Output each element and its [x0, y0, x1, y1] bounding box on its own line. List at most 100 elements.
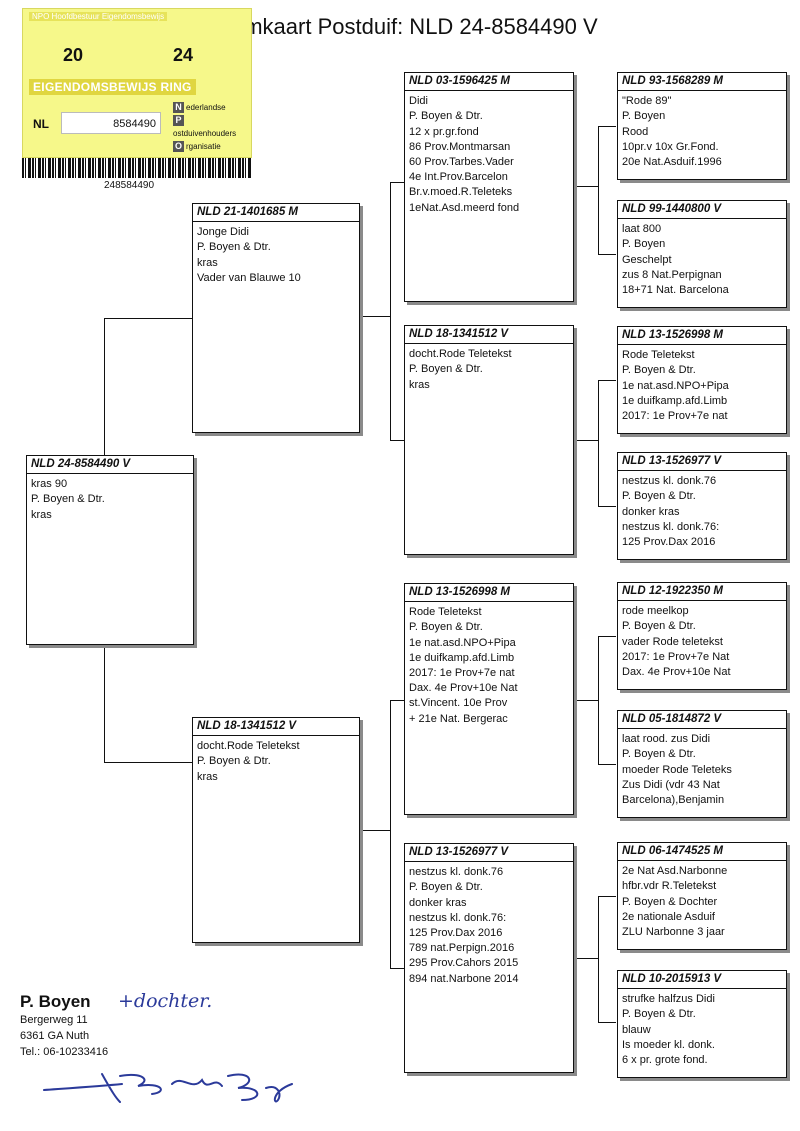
connector-line — [104, 318, 192, 319]
ring-number: NLD 13-1526977 V — [618, 453, 786, 472]
pigeon-info-line: P. Boyen & Dtr. — [409, 881, 483, 894]
connector-line — [598, 896, 599, 1022]
pigeon-info-line: Is moeder kl. donk. — [622, 1038, 715, 1051]
ring-number: NLD 18-1341512 V — [193, 718, 359, 737]
npo-text: ederlandse — [186, 103, 226, 112]
pigeon-info-line: P. Boyen & Dtr. — [622, 1008, 696, 1021]
pigeon-info-line: 2e Nat Asd.Narbonne — [622, 865, 728, 878]
pigeon-info-line: kras 90 — [31, 478, 68, 491]
ring-number: NLD 05-1814872 V — [618, 711, 786, 730]
pigeon-info-line: laat rood. zus Didi — [622, 733, 711, 746]
signature-image — [43, 1073, 293, 1103]
pigeon-info-line: Br.v.moed.R.Teleteks — [409, 186, 513, 199]
pigeon-info-line: zus 8 Nat.Perpignan — [622, 268, 722, 281]
pigeon-info-line: P. Boyen & Dtr. — [622, 490, 696, 503]
pigeon-info-line: hfbr.vdr R.Teletekst — [622, 880, 717, 893]
pigeon-info-line: Jonge Didi — [197, 226, 249, 239]
connector-line — [598, 506, 616, 507]
npo-text: ostduivenhouders — [173, 129, 237, 138]
pigeon-box-g3: NLD 93-1568289 M "Rode 89" P. Boyen Rood… — [617, 72, 787, 180]
pigeon-info-line: 894 nat.Narbone 2014 — [409, 972, 519, 985]
pigeon-info-line: strufke halfzus Didi — [622, 993, 715, 1006]
pigeon-info-line: 125 Prov.Dax 2016 — [622, 536, 716, 549]
pigeon-info-line: 4e Int.Prov.Barcelon — [409, 171, 508, 184]
ring-number: NLD 21-1401685 M — [193, 204, 359, 223]
pigeon-info-line: blauw — [622, 1023, 651, 1036]
pigeon-info-line: Barcelona),Benjamin — [622, 794, 725, 807]
pigeon-info-line: 2017: 1e Prov+7e nat — [409, 667, 515, 680]
sticker-ring-number: 8584490 — [61, 112, 161, 134]
pigeon-info-line: 60 Prov.Tarbes.Vader — [409, 156, 514, 169]
pigeon-info-line: nestzus kl. donk.76: — [409, 911, 507, 924]
pigeon-info-line: donker kras — [622, 505, 680, 518]
pigeon-info-line: ZLU Narbonne 3 jaar — [622, 926, 725, 939]
pigeon-info-line: P. Boyen & Dtr. — [622, 748, 696, 761]
pigeon-info-line: rode meelkop — [622, 605, 689, 618]
ring-number: NLD 24-8584490 V — [27, 456, 193, 475]
pigeon-box-g3: NLD 13-1526998 M Rode Teletekst P. Boyen… — [617, 326, 787, 434]
pigeon-info-line: 18+71 Nat. Barcelona — [622, 284, 729, 297]
pigeon-info-line: P. Boyen & Dtr. — [197, 755, 271, 768]
pigeon-info-line: P. Boyen — [622, 238, 666, 251]
ring-number: NLD 13-1526998 M — [405, 584, 573, 603]
connector-line — [360, 830, 390, 831]
pigeon-box-mother: NLD 18-1341512 V docht.Rode Teletekst P.… — [192, 717, 360, 943]
pigeon-info-line: P. Boyen & Dtr. — [197, 241, 271, 254]
pigeon-info-line: 6 x pr. grote fond. — [622, 1054, 708, 1067]
barcode — [22, 158, 252, 178]
pigeon-box-g3: NLD 12-1922350 M rode meelkop P. Boyen &… — [617, 582, 787, 690]
pigeon-info-line: st.Vincent. 10e Prov — [409, 697, 508, 710]
pigeon-info-line: P. Boyen — [622, 110, 666, 123]
owner-city: 6361 GA Nuth — [20, 1030, 90, 1042]
ring-number: NLD 13-1526998 M — [618, 327, 786, 346]
pigeon-info-line: Vader van Blauwe 10 — [197, 271, 301, 284]
owner-name: P. Boyen — [20, 992, 91, 1011]
pigeon-info-line: + 21e Nat. Bergerac — [409, 712, 508, 725]
pigeon-info-line: 295 Prov.Cahors 2015 — [409, 957, 519, 970]
pigeon-info-line: nestzus kl. donk.76: — [622, 520, 720, 533]
pigeon-info-line: docht.Rode Teletekst — [197, 740, 300, 753]
sticker-year-right: 24 — [173, 45, 194, 65]
connector-line — [104, 762, 192, 763]
pigeon-info-line: P. Boyen & Dtr. — [31, 493, 105, 506]
sticker-country: NL — [33, 117, 49, 131]
pigeon-info-line: Geschelpt — [622, 253, 672, 266]
pigeon-info-line: 20e Nat.Asduif.1996 — [622, 156, 722, 169]
connector-line — [104, 644, 105, 762]
pigeon-box-g3: NLD 10-2015913 V strufke halfzus Didi P.… — [617, 970, 787, 1078]
pigeon-info-line: P. Boyen & Dtr. — [409, 110, 483, 123]
connector-line — [598, 126, 616, 127]
pigeon-box-father: NLD 21-1401685 M Jonge Didi P. Boyen & D… — [192, 203, 360, 433]
sticker-top-text: NPO Hoofdbestuur Eigendomsbewijs — [29, 12, 168, 21]
pigeon-info-line: donker kras — [409, 896, 467, 909]
pigeon-info-line: 2017: 1e Prov+7e Nat — [622, 650, 730, 663]
npo-letter: P — [173, 115, 184, 126]
connector-line — [390, 182, 391, 440]
pigeon-info-line: kras — [409, 378, 430, 391]
pigeon-info-line: nestzus kl. donk.76 — [622, 475, 717, 488]
pigeon-info-line: P. Boyen & Dtr. — [622, 620, 696, 633]
owner-phone: Tel.: 06-10233416 — [20, 1046, 109, 1058]
pigeon-info-line: laat 800 — [622, 223, 662, 236]
connector-line — [390, 182, 404, 183]
barcode-number: 248584490 — [104, 180, 155, 191]
ring-number: NLD 93-1568289 M — [618, 73, 786, 92]
pigeon-box-g3: NLD 99-1440800 V laat 800 P. Boyen Gesch… — [617, 200, 787, 308]
npo-text: rganisatie — [186, 142, 221, 151]
pigeon-info-line: Rode Teletekst — [409, 606, 482, 619]
pigeon-info-line: docht.Rode Teletekst — [409, 348, 512, 361]
pigeon-info-line: 2e nationale Asduif — [622, 910, 715, 923]
pigeon-info-line: 12 x pr.gr.fond — [409, 125, 479, 138]
pigeon-info-line: P. Boyen & Dtr. — [409, 621, 483, 634]
pigeon-info-line: moeder Rode Teleteks — [622, 763, 732, 776]
connector-line — [598, 636, 616, 637]
connector-line — [390, 968, 404, 969]
connector-line — [574, 440, 598, 441]
connector-line — [574, 958, 598, 959]
sticker-year-left: 20 — [63, 45, 84, 65]
pigeon-info-line: 2017: 1e Prov+7e nat — [622, 410, 728, 423]
ring-number: NLD 18-1341512 V — [405, 326, 573, 345]
